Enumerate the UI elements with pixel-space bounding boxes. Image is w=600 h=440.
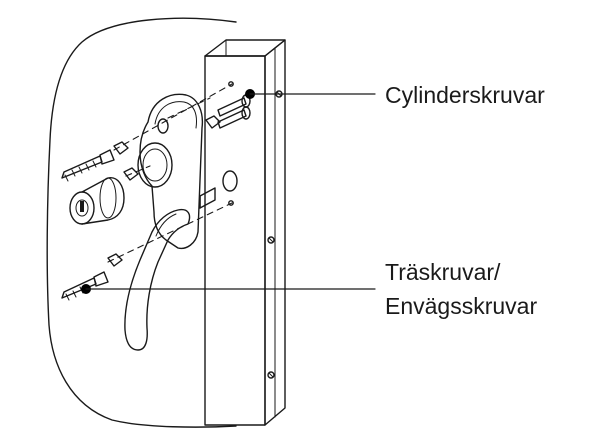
keyhole-icon (80, 201, 84, 212)
edge-screw-bottom (267, 371, 275, 379)
lever-highlight (155, 213, 177, 237)
lever-handle (124, 208, 191, 351)
lock-cylinder (69, 177, 125, 225)
assembly-guide-lines (107, 83, 233, 263)
callout-wood-line2: Envägsskruvar (385, 293, 538, 319)
cylinder-screws (217, 89, 255, 129)
lower-wood-screw (61, 271, 109, 301)
spindle-hole (222, 170, 238, 192)
callout-cylinder-text: Cylinderskruvar (385, 82, 545, 108)
spindle (199, 187, 216, 209)
frame-mounting-holes (222, 81, 283, 379)
callout-label-wood-screws: Träskruvar/ Envägsskruvar (385, 255, 537, 323)
callout-label-cylinder-screws: Cylinderskruvar (385, 78, 545, 112)
door-leaf-outline (46, 17, 237, 428)
door-frame-stile (204, 39, 286, 426)
upper-wood-screw (61, 149, 115, 182)
fastener-nuts (107, 115, 221, 267)
edge-screw-middle (267, 236, 275, 244)
callout-wood-line1: Träskruvar/ (385, 259, 501, 285)
